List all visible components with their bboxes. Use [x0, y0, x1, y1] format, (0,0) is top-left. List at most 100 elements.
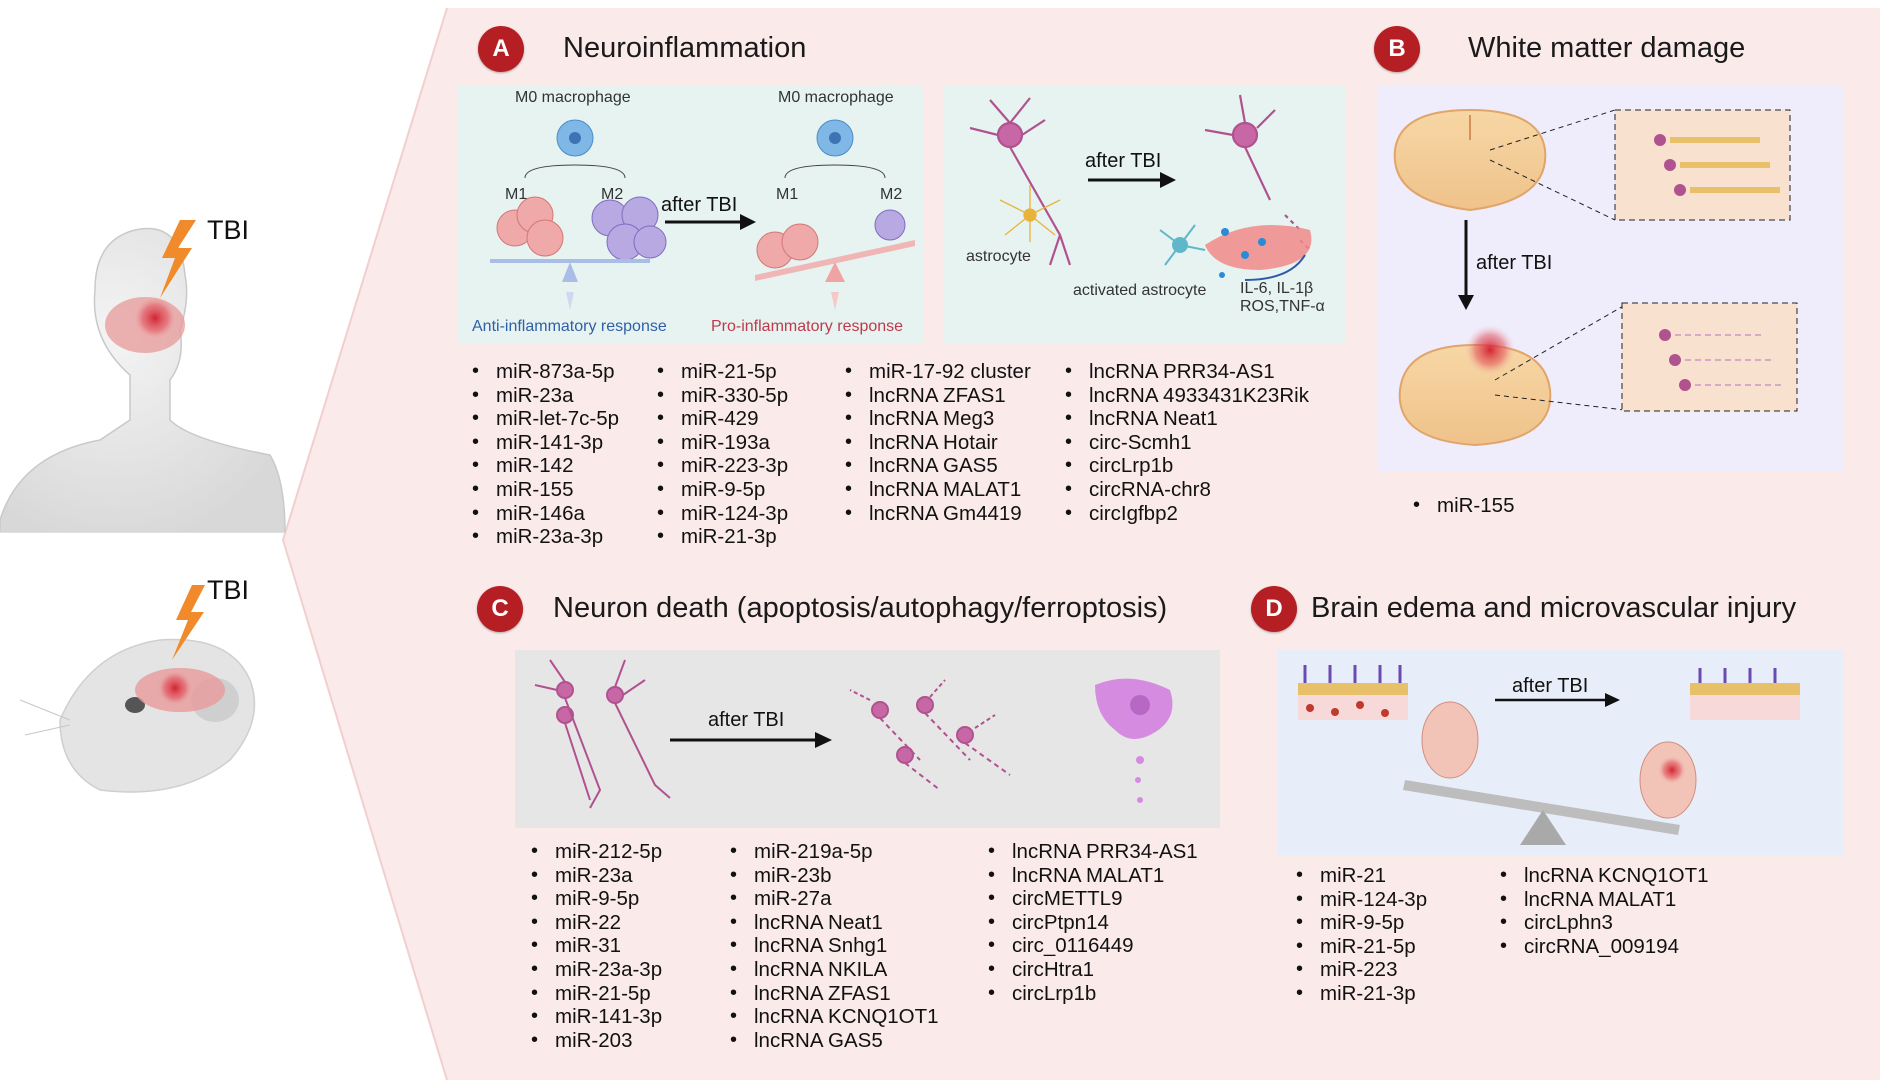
list-item: lncRNA Gm4419: [845, 502, 1031, 526]
list-item: miR-21-3p: [1296, 982, 1427, 1006]
list-item: circRNA-chr8: [1065, 478, 1309, 502]
list-item: miR-193a: [657, 431, 788, 455]
list-item: miR-17-92 cluster: [845, 360, 1031, 384]
anti-inflammatory-label: Anti-inflammatory response: [472, 318, 667, 335]
m1-right-label: M1: [776, 186, 799, 203]
m2-right-label: M2: [880, 186, 903, 203]
list-item: lncRNA PRR34-AS1: [1065, 360, 1309, 384]
after-tbi-astrocyte-label: after TBI: [1085, 150, 1162, 172]
panel-a-list-3: miR-17-92 cluster lncRNA ZFAS1 lncRNA Me…: [845, 360, 1031, 525]
after-tbi-neuron-label: after TBI: [708, 709, 785, 731]
panel-a-badge: A: [478, 26, 524, 72]
list-item: miR-141-3p: [472, 431, 619, 455]
list-item: miR-21-5p: [1296, 935, 1427, 959]
list-item: lncRNA KCNQ1OT1: [730, 1005, 939, 1029]
panel-b-title: White matter damage: [1468, 32, 1746, 64]
after-tbi-macrophage-label: after TBI: [661, 194, 738, 216]
panel-b-badge: B: [1374, 26, 1420, 72]
list-item: lncRNA PRR34-AS1: [988, 840, 1198, 864]
panel-d-title: Brain edema and microvascular injury: [1311, 592, 1797, 624]
list-item: miR-155: [472, 478, 619, 502]
m1-left-label: M1: [505, 186, 528, 203]
list-item: circMETTL9: [988, 887, 1198, 911]
list-item: lncRNA Neat1: [1065, 407, 1309, 431]
panel-c-title: Neuron death (apoptosis/autophagy/ferrop…: [553, 592, 1168, 624]
list-item: miR-212-5p: [531, 840, 662, 864]
list-item: lncRNA Hotair: [845, 431, 1031, 455]
list-item: miR-142: [472, 454, 619, 478]
list-item: miR-9-5p: [531, 887, 662, 911]
list-item: miR-22: [531, 911, 662, 935]
list-item: miR-223-3p: [657, 454, 788, 478]
after-tbi-edema-label: after TBI: [1512, 675, 1589, 697]
panel-c-badge: C: [477, 586, 523, 632]
list-item: lncRNA Meg3: [845, 407, 1031, 431]
list-item: circLrp1b: [988, 982, 1198, 1006]
rat-tbi-label: TBI: [207, 575, 250, 605]
human-head-illustration: [0, 220, 286, 533]
inset-neuron-death: [515, 650, 1220, 828]
list-item: miR-429: [657, 407, 788, 431]
list-item: lncRNA Neat1: [730, 911, 939, 935]
list-item: circLphn3: [1500, 911, 1709, 935]
astrocyte-label: astrocyte: [966, 248, 1031, 265]
list-item: miR-9-5p: [1296, 911, 1427, 935]
panel-d-list-2: lncRNA KCNQ1OT1 lncRNA MALAT1 circLphn3 …: [1500, 864, 1709, 958]
panel-a-list-1: miR-873a-5p miR-23a miR-let-7c-5p miR-14…: [472, 360, 619, 549]
list-item: lncRNA 4933431K23Rik: [1065, 384, 1309, 408]
list-item: miR-21-5p: [657, 360, 788, 384]
cytokines-label-2: ROS,TNF-α: [1240, 298, 1325, 315]
list-item: miR-146a: [472, 502, 619, 526]
list-item: lncRNA ZFAS1: [730, 982, 939, 1006]
list-item: miR-23a-3p: [531, 958, 662, 982]
list-item: miR-124-3p: [1296, 888, 1427, 912]
panel-a-list-4: lncRNA PRR34-AS1 lncRNA 4933431K23Rik ln…: [1065, 360, 1309, 525]
list-item: miR-23b: [730, 864, 939, 888]
human-tbi-label: TBI: [207, 215, 250, 245]
panel-b-list: miR-155: [1413, 494, 1514, 518]
list-item: circIgfbp2: [1065, 502, 1309, 526]
panel-c-list-3: lncRNA PRR34-AS1 lncRNA MALAT1 circMETTL…: [988, 840, 1198, 1005]
list-item: miR-23a: [531, 864, 662, 888]
list-item: lncRNA MALAT1: [988, 864, 1198, 888]
panel-d-badge: D: [1251, 586, 1297, 632]
m0-macrophage-left-label: M0 macrophage: [515, 89, 631, 106]
list-item: miR-21-3p: [657, 525, 788, 549]
list-item: lncRNA GAS5: [845, 454, 1031, 478]
after-tbi-white-matter-label: after TBI: [1476, 252, 1553, 274]
list-item: lncRNA MALAT1: [845, 478, 1031, 502]
list-item: circPtpn14: [988, 911, 1198, 935]
list-item: miR-141-3p: [531, 1005, 662, 1029]
list-item: miR-203: [531, 1029, 662, 1053]
pro-inflammatory-label: Pro-inflammatory response: [711, 318, 904, 335]
list-item: lncRNA GAS5: [730, 1029, 939, 1053]
panel-a-title: Neuroinflammation: [563, 32, 807, 64]
list-item: circ_0116449: [988, 934, 1198, 958]
list-item: miR-155: [1413, 494, 1514, 518]
rat-illustration: [19, 585, 256, 793]
list-item: miR-27a: [730, 887, 939, 911]
m2-left-label: M2: [601, 186, 624, 203]
list-item: lncRNA Snhg1: [730, 934, 939, 958]
list-item: miR-21-5p: [531, 982, 662, 1006]
list-item: miR-330-5p: [657, 384, 788, 408]
list-item: circ-Scmh1: [1065, 431, 1309, 455]
list-item: miR-124-3p: [657, 502, 788, 526]
list-item: miR-223: [1296, 958, 1427, 982]
list-item: lncRNA KCNQ1OT1: [1500, 864, 1709, 888]
panel-d-list-1: miR-21 miR-124-3p miR-9-5p miR-21-5p miR…: [1296, 864, 1427, 1006]
list-item: miR-9-5p: [657, 478, 788, 502]
panel-c-list-2: miR-219a-5p miR-23b miR-27a lncRNA Neat1…: [730, 840, 939, 1052]
list-item: miR-let-7c-5p: [472, 407, 619, 431]
list-item: miR-873a-5p: [472, 360, 619, 384]
list-item: circHtra1: [988, 958, 1198, 982]
cytokines-label-1: IL-6, IL-1β: [1240, 280, 1314, 297]
m0-macrophage-right-label: M0 macrophage: [778, 89, 894, 106]
list-item: miR-219a-5p: [730, 840, 939, 864]
list-item: lncRNA MALAT1: [1500, 888, 1709, 912]
list-item: miR-23a-3p: [472, 525, 619, 549]
panel-c-list-1: miR-212-5p miR-23a miR-9-5p miR-22 miR-3…: [531, 840, 662, 1052]
list-item: miR-23a: [472, 384, 619, 408]
panel-a-list-2: miR-21-5p miR-330-5p miR-429 miR-193a mi…: [657, 360, 788, 549]
